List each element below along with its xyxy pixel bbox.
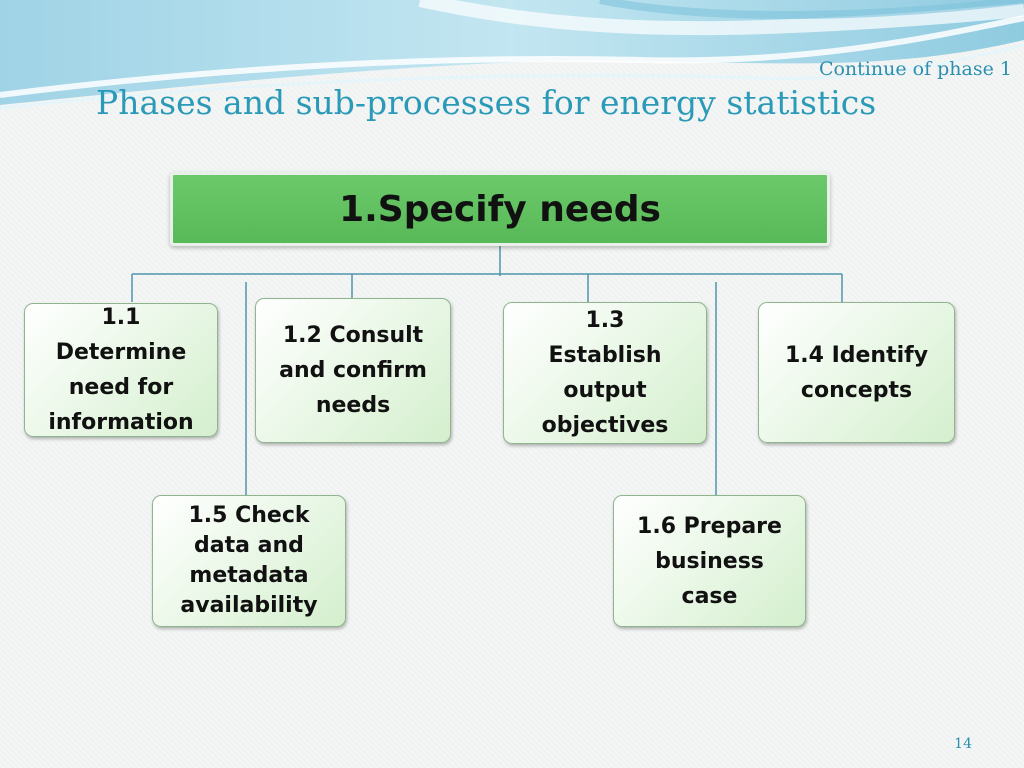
node-prepare-business-case: 1.6 Prepare business case: [613, 495, 806, 627]
node-label: 1.1 Determine need for information: [48, 305, 194, 435]
node-identify-concepts: 1.4 Identify concepts: [758, 302, 955, 443]
page-title: Phases and sub-processes for energy stat…: [96, 83, 877, 122]
node-determine-need: 1.1 Determine need for information: [24, 303, 218, 437]
page-number: 14: [954, 736, 972, 752]
continuation-note: Continue of phase 1: [818, 58, 1012, 80]
node-label: 1.5 Check data and metadata availability: [180, 503, 318, 618]
node-label: 1.3 Establish output objectives: [541, 308, 669, 438]
phase-specify-needs-box: 1.Specify needs: [170, 172, 830, 246]
node-check-data: 1.5 Check data and metadata availability: [152, 495, 346, 627]
header-wave-decoration: [0, 0, 1024, 110]
node-consult-confirm: 1.2 Consult and confirm needs: [255, 298, 451, 443]
node-label: 1.2 Consult and confirm needs: [279, 323, 427, 418]
phase-title: 1.Specify needs: [339, 188, 661, 230]
node-label: 1.6 Prepare business case: [637, 513, 782, 609]
node-establish-objectives: 1.3 Establish output objectives: [503, 302, 707, 444]
node-label: 1.4 Identify concepts: [784, 342, 929, 403]
